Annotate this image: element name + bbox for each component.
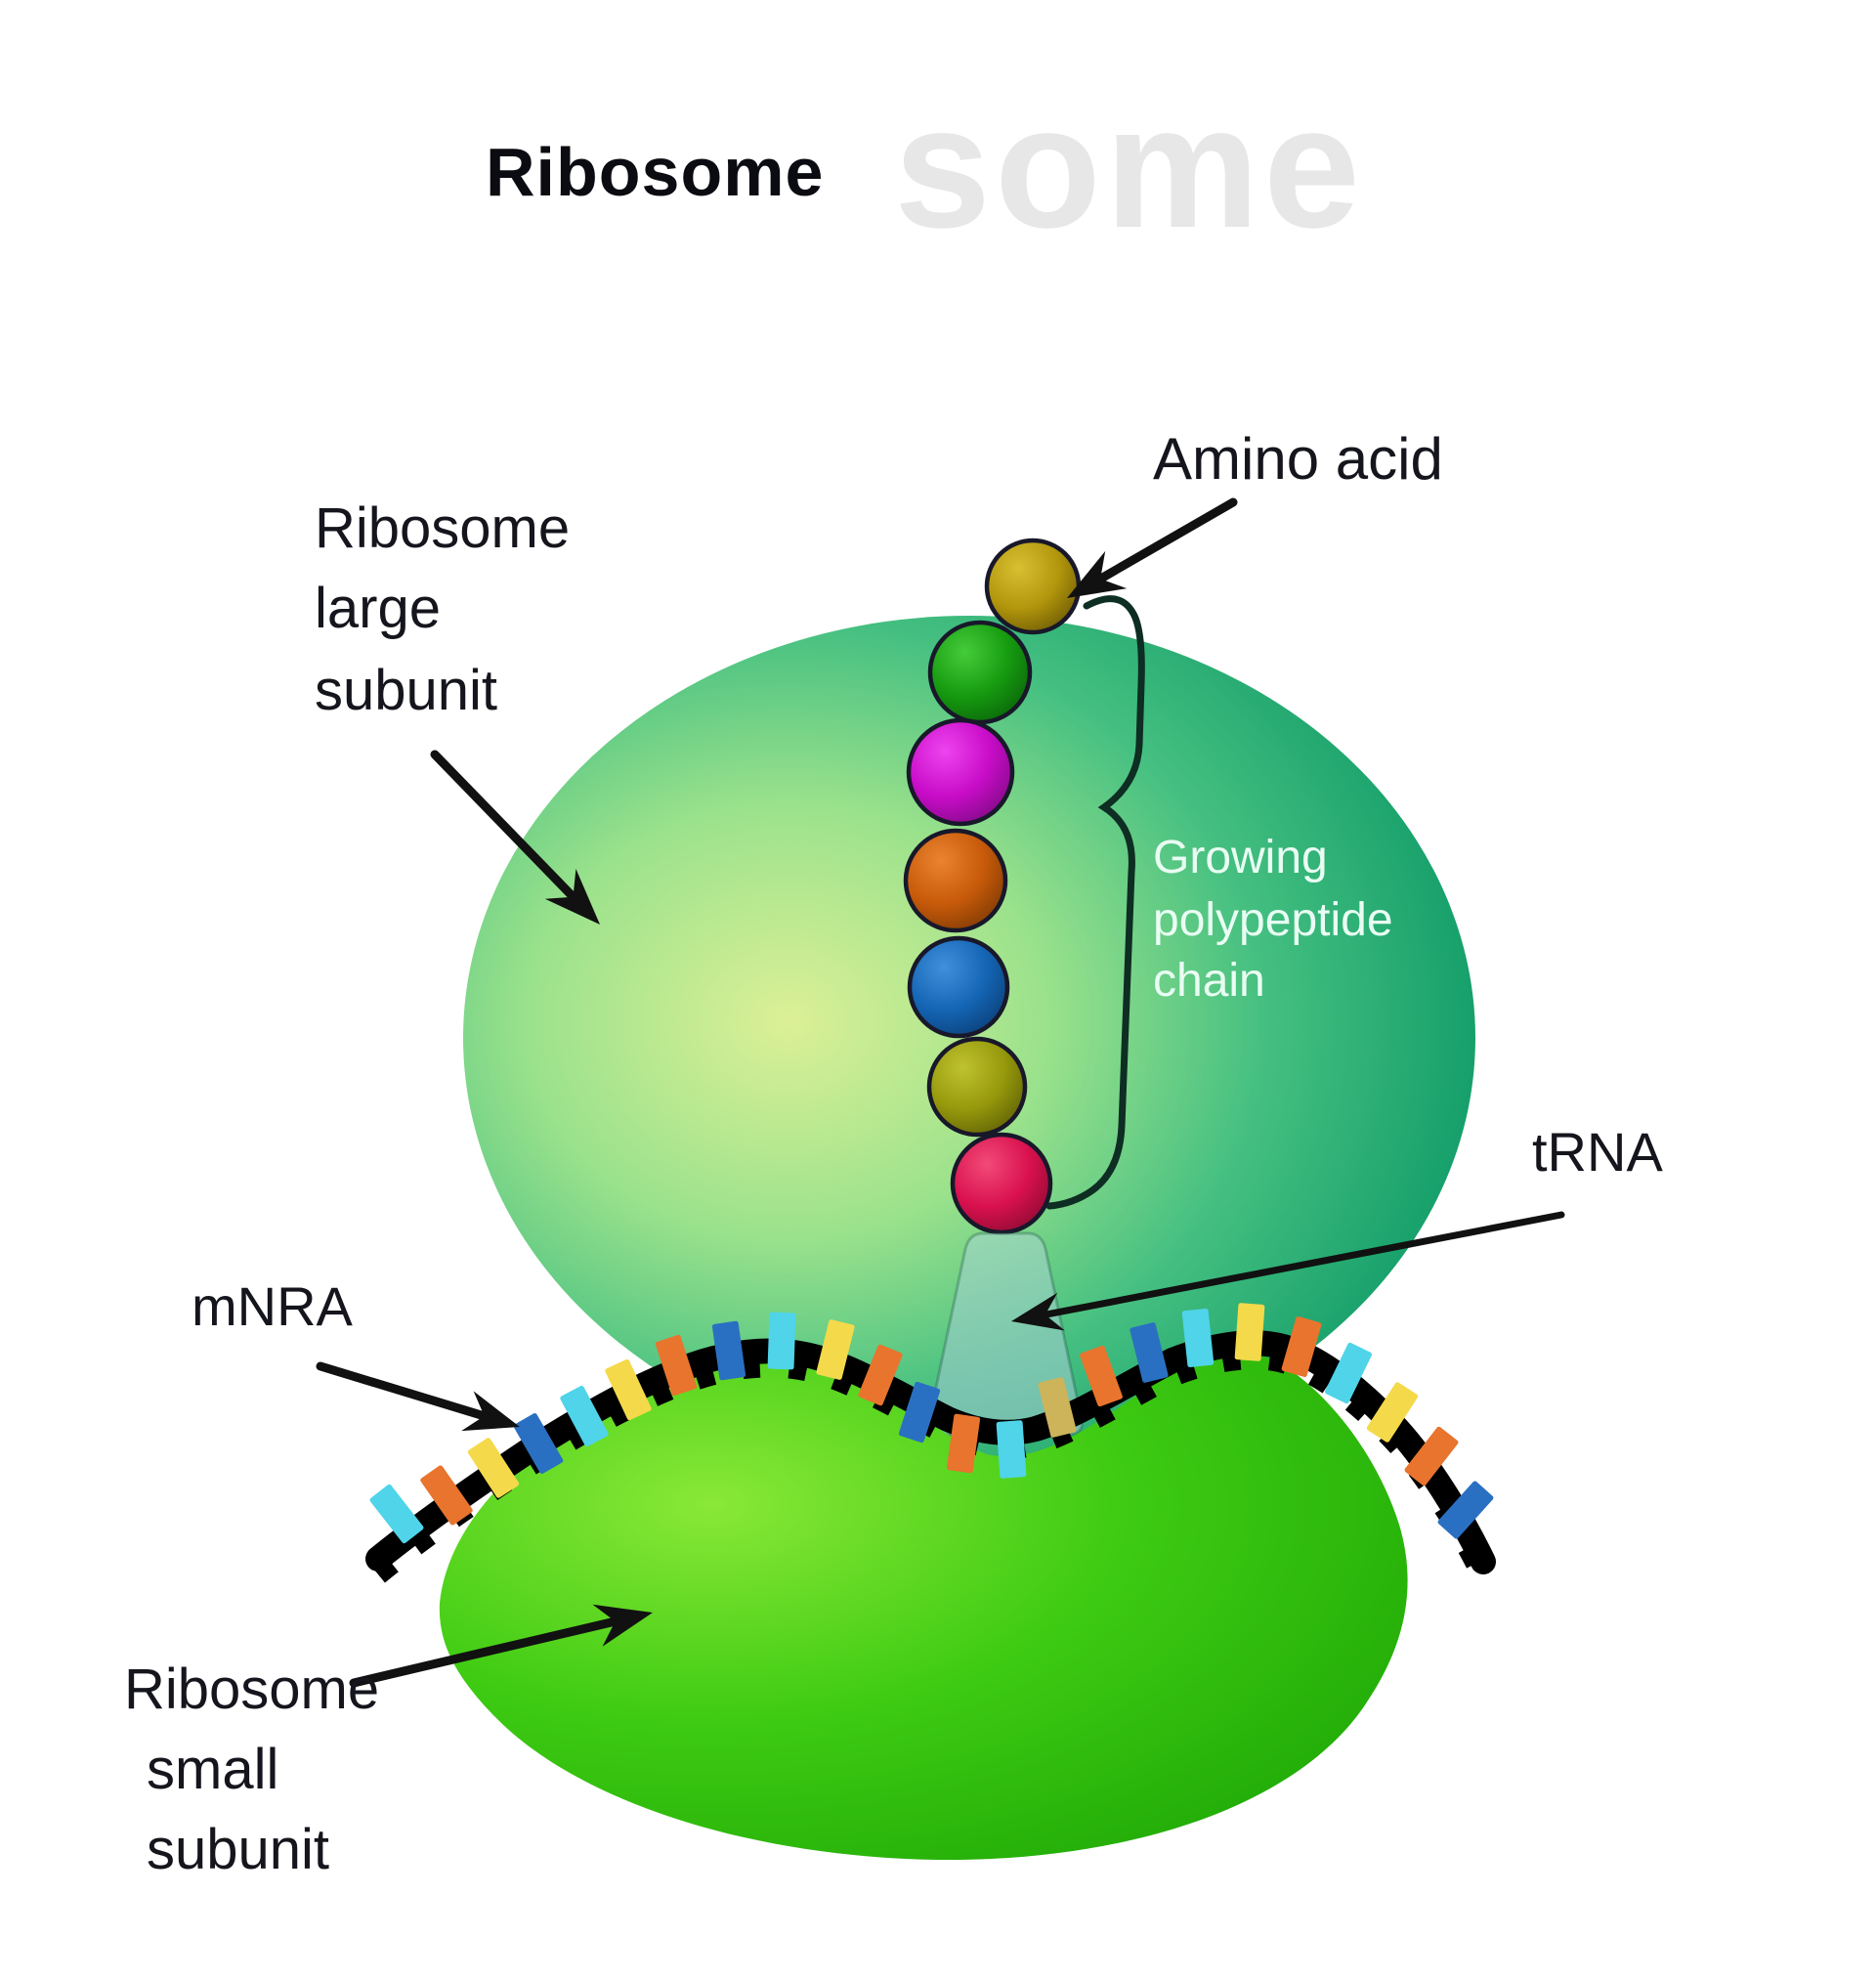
large-subunit-arrow xyxy=(430,750,600,925)
mrna-bar-yellow xyxy=(1366,1382,1419,1443)
trna-arrow-line xyxy=(1039,1211,1565,1319)
mrna-bar-cyan xyxy=(1324,1342,1373,1404)
mrna-bar-orange xyxy=(1281,1315,1322,1378)
amino-acid-label: Amino acid xyxy=(1153,426,1443,492)
mrna-bar-orange xyxy=(1404,1426,1459,1486)
amino-acid-arrow-head-icon xyxy=(1067,550,1128,598)
small-subunit-label: Ribosome small subunit xyxy=(124,1658,379,1881)
mnra-arrow-head-icon xyxy=(461,1391,520,1432)
brace xyxy=(1045,595,1145,1210)
mrna-bar-yellow xyxy=(1234,1303,1265,1361)
large-subunit-arrow-head-icon xyxy=(544,869,600,925)
growing-chain-label: Growing polypeptide chain xyxy=(1153,832,1393,1007)
amino-acid-sphere-blue xyxy=(907,935,1010,1039)
mrna-bar-cyan xyxy=(996,1420,1027,1479)
trna-arrow xyxy=(1011,1211,1565,1331)
small-subunit-line3: subunit xyxy=(147,1818,329,1881)
mrna-bar-cyan xyxy=(1181,1308,1215,1368)
small-subunit-shape xyxy=(439,1352,1408,1861)
arrows xyxy=(316,497,1565,1688)
mrna-bar-orange xyxy=(1080,1345,1123,1407)
amino-acid-sphere-crimson xyxy=(950,1132,1053,1235)
amino-acid-sphere-gold xyxy=(984,538,1082,635)
mrna-bar-yellow xyxy=(816,1319,855,1380)
ghost-watermark: some xyxy=(894,69,1364,264)
mrna-bar-blue xyxy=(711,1320,746,1381)
mrna-bar-orange xyxy=(420,1465,473,1526)
amino-acid-sphere-magenta xyxy=(906,717,1015,827)
growing-chain-line3: chain xyxy=(1153,955,1265,1007)
small-subunit-line1: Ribosome xyxy=(124,1658,379,1721)
large-subunit-label: Ribosome large subunit xyxy=(315,496,570,722)
mrna-bar-blue xyxy=(898,1381,941,1443)
page-title: Ribosome xyxy=(486,134,824,210)
mrna-bar-blue xyxy=(513,1413,564,1474)
small-subunit-arrow-head-icon xyxy=(592,1604,653,1647)
small-subunit-arrow-line xyxy=(349,1615,623,1688)
mnra-label: mNRA xyxy=(192,1275,354,1337)
growing-chain-line1: Growing xyxy=(1153,832,1328,883)
small-subunit-arrow xyxy=(349,1604,653,1688)
mrna-bar-cyan xyxy=(369,1484,424,1544)
large-subunit-line1: Ribosome xyxy=(315,496,570,560)
large-subunit-arrow-line xyxy=(430,750,580,904)
large-subunit-line3: subunit xyxy=(315,659,497,722)
small-subunit-line2: small xyxy=(147,1738,278,1801)
mrna-bar-cyan xyxy=(767,1312,796,1370)
mrna-bar-orange xyxy=(655,1334,698,1397)
mrna-bar-orange xyxy=(946,1413,981,1474)
trna-label: tRNA xyxy=(1532,1121,1663,1183)
mnra-arrow xyxy=(316,1361,520,1432)
amino-acid-sphere-green xyxy=(927,620,1033,725)
mrna-bar-blue xyxy=(1437,1481,1494,1539)
mnra-arrow-line xyxy=(316,1361,492,1422)
amino-acid-arrow-line xyxy=(1092,497,1238,585)
mrna-bar-khaki xyxy=(1038,1377,1077,1438)
amino-acid-sphere-olive xyxy=(926,1036,1028,1138)
growing-chain-line2: polypeptide xyxy=(1153,894,1393,946)
mrna-bar-yellow xyxy=(467,1438,520,1498)
amino-acid-arrow xyxy=(1067,497,1238,598)
large-subunit-line2: large xyxy=(315,577,441,640)
mrna-bars xyxy=(369,1303,1494,1544)
mrna-bar-yellow xyxy=(605,1358,652,1421)
trna-arrow-head-icon xyxy=(1011,1292,1065,1331)
mrna-bar-cyan xyxy=(560,1385,609,1447)
polypeptide-chain xyxy=(903,538,1082,1235)
amino-acid-sphere-orange xyxy=(903,828,1008,933)
mrna-bar-blue xyxy=(1130,1322,1169,1383)
mrna-bar-orange xyxy=(858,1344,903,1406)
